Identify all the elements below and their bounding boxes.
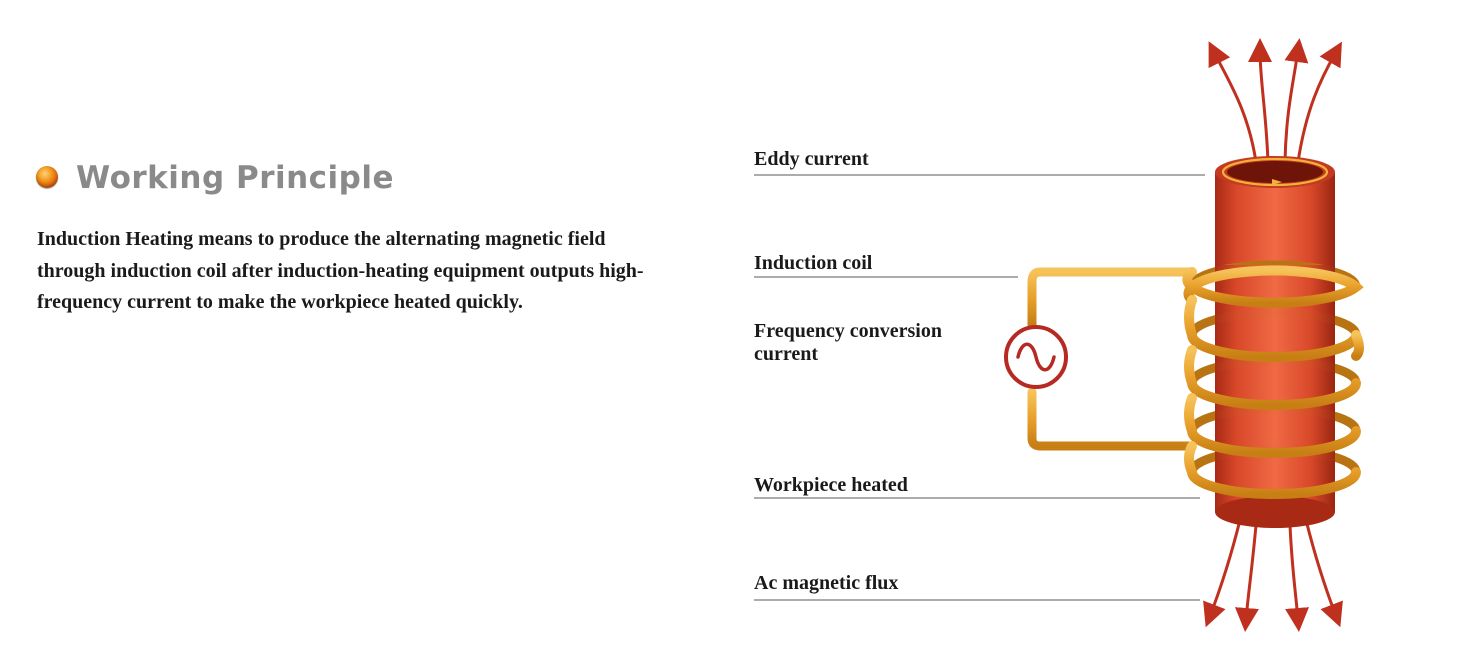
label-ac-magnetic-flux: Ac magnetic flux (754, 572, 899, 594)
flux-arrow-bottom-4 (1304, 519, 1343, 628)
flux-arrow-top-3 (1283, 38, 1309, 163)
top-flux-arrows (1208, 38, 1342, 163)
bottom-flux-arrows (1203, 519, 1343, 632)
orange-bullet-icon (36, 166, 58, 188)
induction-heating-diagram: Eddy current Induction coil Frequency co… (700, 0, 1460, 658)
flux-arrow-top-1 (1208, 41, 1258, 163)
flux-arrow-bottom-2 (1234, 524, 1259, 632)
label-induction-coil: Induction coil (754, 252, 873, 274)
induction-coil (1182, 265, 1364, 499)
section-title: Working Principle (76, 160, 395, 196)
label-frequency-conversion-line1: Frequency conversion (754, 320, 942, 342)
flux-arrow-top-2 (1248, 38, 1273, 163)
label-eddy-current: Eddy current (754, 148, 869, 170)
diagram-graphic (754, 38, 1364, 632)
flux-arrow-bottom-1 (1203, 519, 1242, 628)
section-description: Induction Heating means to produce the a… (37, 228, 644, 313)
flux-arrow-top-4 (1296, 41, 1342, 163)
label-workpiece-heated: Workpiece heated (754, 474, 908, 496)
section-header: Working Principle (36, 156, 394, 200)
circuit-wires (1027, 267, 1197, 451)
ac-source-icon (1004, 325, 1068, 389)
label-frequency-conversion-line2: current (754, 343, 819, 365)
flux-arrow-bottom-3 (1285, 524, 1310, 632)
label-leader-lines (754, 174, 1205, 601)
eddy-current-loop (1221, 157, 1329, 187)
